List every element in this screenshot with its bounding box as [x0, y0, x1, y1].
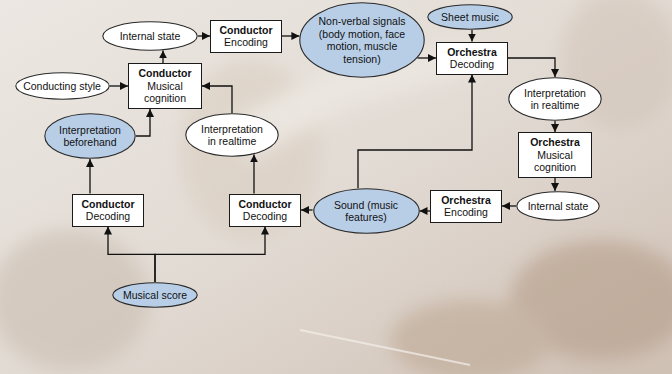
node-label: Encoding — [441, 206, 491, 219]
connector-arrow — [420, 210, 431, 211]
connector-arrow — [554, 178, 555, 191]
box-heading: Conductor — [219, 24, 272, 37]
ellipse-outline — [428, 5, 512, 29]
text-block: Non-verbal signals (body motion, face mo… — [317, 15, 407, 65]
ellipse-node: Conducting style — [15, 72, 110, 100]
node-label: Musical cognition — [523, 149, 587, 174]
ellipse-outline — [103, 22, 197, 50]
text-block: OrchestraEncoding — [441, 194, 491, 219]
text-block: Internal state — [528, 200, 589, 213]
node-label: Sound (music features) — [324, 199, 408, 224]
process-box: ConductorEncoding — [210, 20, 282, 53]
text-block: Conducting style — [23, 80, 101, 93]
box-heading: Orchestra — [447, 46, 497, 59]
connector-arrow — [202, 86, 232, 113]
text-block: ConductorEncoding — [219, 24, 272, 49]
process-box: ConductorMusical cognition — [128, 63, 202, 109]
box-heading: Orchestra — [523, 136, 587, 149]
process-box: ConductorDecoding — [229, 194, 301, 227]
node-label: Decoding — [238, 210, 291, 223]
connector-arrow — [108, 227, 155, 283]
connector-arrow — [162, 50, 163, 63]
text-block: ConductorMusical cognition — [133, 67, 197, 105]
box-heading: Orchestra — [441, 194, 491, 207]
connector-arrow — [554, 121, 555, 132]
baton — [300, 330, 470, 365]
connector-arrow — [471, 30, 472, 42]
text-block: ConductorDecoding — [238, 198, 291, 223]
connector-arrow — [155, 227, 265, 283]
process-box: OrchestraDecoding — [436, 42, 508, 75]
node-label: Musical cognition — [133, 80, 197, 105]
box-heading: Conductor — [133, 67, 197, 80]
ellipse-node: Musical score — [112, 282, 198, 308]
process-box: ConductorDecoding — [72, 194, 144, 227]
text-block: Internal state — [120, 30, 181, 43]
node-label: Internal state — [528, 200, 589, 213]
connector-arrow — [253, 154, 254, 193]
box-heading: Conductor — [81, 198, 134, 211]
ellipse-outline — [517, 192, 599, 220]
ellipse-outline — [300, 3, 424, 77]
connector-arrow — [89, 159, 90, 194]
text-block: Interpretation in realtime — [196, 123, 268, 148]
box-heading: Conductor — [238, 198, 291, 211]
connector-arrow — [508, 58, 555, 77]
text-block: Musical score — [123, 289, 187, 302]
text-block: Sound (music features) — [324, 199, 408, 224]
node-label: Decoding — [447, 58, 497, 71]
connector-arrow — [301, 209, 313, 210]
ellipse-node: Interpretation in realtime — [508, 77, 602, 121]
text-block: ConductorDecoding — [81, 198, 134, 223]
ellipse-outline — [313, 189, 418, 233]
node-label: Conducting style — [23, 80, 101, 93]
node-label: Sheet music — [441, 11, 499, 24]
connector-arrow — [418, 57, 437, 58]
node-label: Interpretation in realtime — [519, 87, 591, 112]
ellipse-node: Interpretation in realtime — [185, 113, 279, 157]
ellipse-node: Interpretation beforehand — [44, 113, 136, 159]
connector-arrow — [136, 109, 150, 136]
background-photo — [390, 300, 550, 374]
text-block: OrchestraMusical cognition — [523, 136, 587, 174]
ellipse-outline — [509, 78, 601, 120]
connector-arrow — [358, 75, 472, 189]
ellipse-outline — [15, 73, 108, 99]
ellipse-node: Internal state — [102, 21, 198, 51]
node-label: Interpretation beforehand — [54, 124, 126, 149]
process-box: OrchestraEncoding — [430, 190, 502, 223]
text-block: Interpretation beforehand — [54, 124, 126, 149]
text-block: Interpretation in realtime — [519, 87, 591, 112]
connector-arrow — [502, 205, 516, 206]
text-block: Sheet music — [441, 11, 499, 24]
ellipse-outline — [186, 114, 278, 156]
connector-arrow — [282, 35, 299, 36]
ellipse-outline — [45, 114, 135, 158]
ellipse-node: Non-verbal signals (body motion, face mo… — [299, 2, 425, 78]
node-label: Internal state — [120, 30, 181, 43]
process-box: OrchestraMusical cognition — [518, 132, 592, 178]
node-label: Encoding — [219, 36, 272, 49]
ellipse-node: Internal state — [516, 191, 600, 221]
node-label: Decoding — [81, 210, 134, 223]
node-label: Interpretation in realtime — [196, 123, 268, 148]
text-block: OrchestraDecoding — [447, 46, 497, 71]
connector-arrow — [198, 35, 210, 36]
ellipse-node: Sheet music — [427, 4, 513, 30]
ellipse-outline — [113, 283, 197, 307]
node-label: Non-verbal signals (body motion, face mo… — [317, 15, 407, 65]
ellipse-node: Sound (music features) — [313, 188, 420, 234]
connector-arrow — [110, 85, 129, 86]
node-label: Musical score — [123, 289, 187, 302]
